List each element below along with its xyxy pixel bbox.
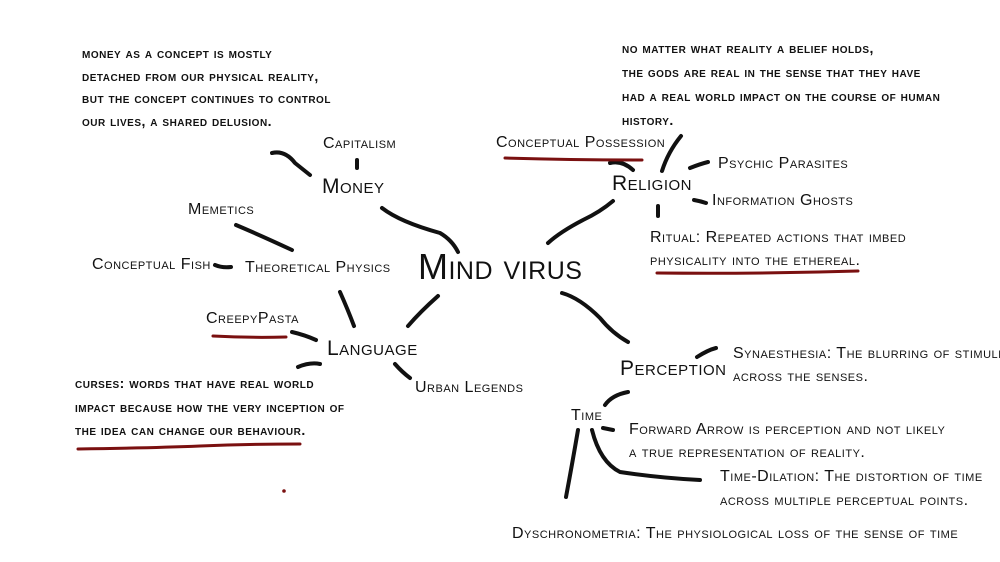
line-center-perception [560, 291, 630, 344]
line-center-money [380, 206, 460, 254]
line-time-dilation [590, 428, 702, 482]
underline-ritual [655, 269, 860, 275]
time-dilation-note: Time-Dilation: The distortion of time ac… [720, 465, 983, 513]
underline-creepypasta [211, 334, 288, 339]
note-line: but the concept continues to control [82, 90, 331, 106]
line-time-dyschrono [564, 428, 580, 499]
note-line: our lives, a shared delusion. [82, 112, 273, 129]
money-note: Money as a concept is mostly detached fr… [82, 42, 331, 132]
note-line: impact because how the very inception of [75, 398, 345, 415]
underline-possession [503, 156, 644, 162]
line-religion-ghosts [692, 198, 708, 205]
line-religion-psychic [688, 160, 710, 170]
center-node: Mind virus [418, 246, 583, 287]
node-conceptual-fish: Conceptual Fish [92, 256, 211, 273]
note-line: Forward Arrow is perception and not like… [629, 421, 946, 438]
line-language-curses [296, 361, 322, 369]
note-line: Curses: words that have real world [75, 375, 315, 391]
note-line: No matter what reality a belief holds, [622, 40, 874, 56]
line-center-language [406, 294, 440, 328]
forward-arrow-note: Forward Arrow is perception and not like… [629, 418, 945, 464]
node-religion: Religion [612, 172, 693, 195]
synaesthesia-note: Synaesthesia: The blurring of stimuli ac… [733, 342, 1000, 388]
dyschronometria-note: Dyschronometria: The physiological loss … [512, 525, 959, 542]
line-language-urban [393, 362, 412, 380]
node-conceptual-possession: Conceptual Possession [496, 134, 666, 151]
node-language: Language [327, 337, 418, 360]
node-perception: Perception [620, 357, 727, 380]
note-line: history. [622, 112, 674, 128]
note-line: across multiple perceptual points. [720, 492, 969, 509]
line-perception-time [603, 390, 630, 407]
note-line: Time-Dilation: The distortion of time [720, 468, 983, 485]
line-center-religion [546, 199, 615, 245]
node-creepypasta: CreepyPasta [206, 310, 299, 327]
node-theoretical-physics: Theoretical Physics [245, 259, 391, 276]
ritual-note: Ritual: Repeated actions that imbed phys… [650, 226, 906, 272]
line-perception-synaesthesia [695, 346, 718, 359]
note-line: across the senses. [733, 368, 869, 385]
node-capitalism: Capitalism [323, 135, 397, 152]
line-fish-physics [213, 263, 233, 270]
node-time: Time [571, 407, 603, 424]
node-psychic-parasites: Psychic Parasites [718, 155, 849, 172]
note-line: Synaesthesia: The blurring of stimuli [733, 345, 1000, 362]
red-dot [282, 489, 286, 493]
note-line: detached from our physical reality, [82, 67, 319, 84]
note-line: a true representation of reality. [629, 444, 866, 461]
line-money-note [270, 150, 312, 177]
node-information-ghosts: Information Ghosts [712, 192, 854, 209]
note-line: Money as a concept is mostly [82, 45, 273, 61]
line-creepypasta-language [290, 330, 318, 342]
node-memetics: Memetics [188, 201, 255, 218]
curses-note: Curses: words that have real world impac… [75, 372, 344, 443]
underline-curses [76, 442, 302, 451]
note-line: Ritual: Repeated actions that imbed [650, 229, 907, 246]
line-memetics-physics [234, 223, 294, 252]
line-religion-possession [608, 160, 635, 172]
line-physics-language [338, 290, 356, 328]
node-money: Money [322, 175, 385, 198]
note-line: had a real world impact on the course of… [622, 88, 941, 104]
line-time-forward [601, 426, 615, 432]
note-line: the idea can change our behaviour. [75, 422, 306, 438]
religion-note: No matter what reality a belief holds, t… [622, 36, 940, 132]
node-urban-legends: Urban Legends [415, 379, 524, 396]
note-line: the gods are real in the sense that they… [622, 64, 921, 80]
note-line: physicality into the ethereal. [650, 252, 861, 269]
line-religion-note [660, 134, 683, 173]
